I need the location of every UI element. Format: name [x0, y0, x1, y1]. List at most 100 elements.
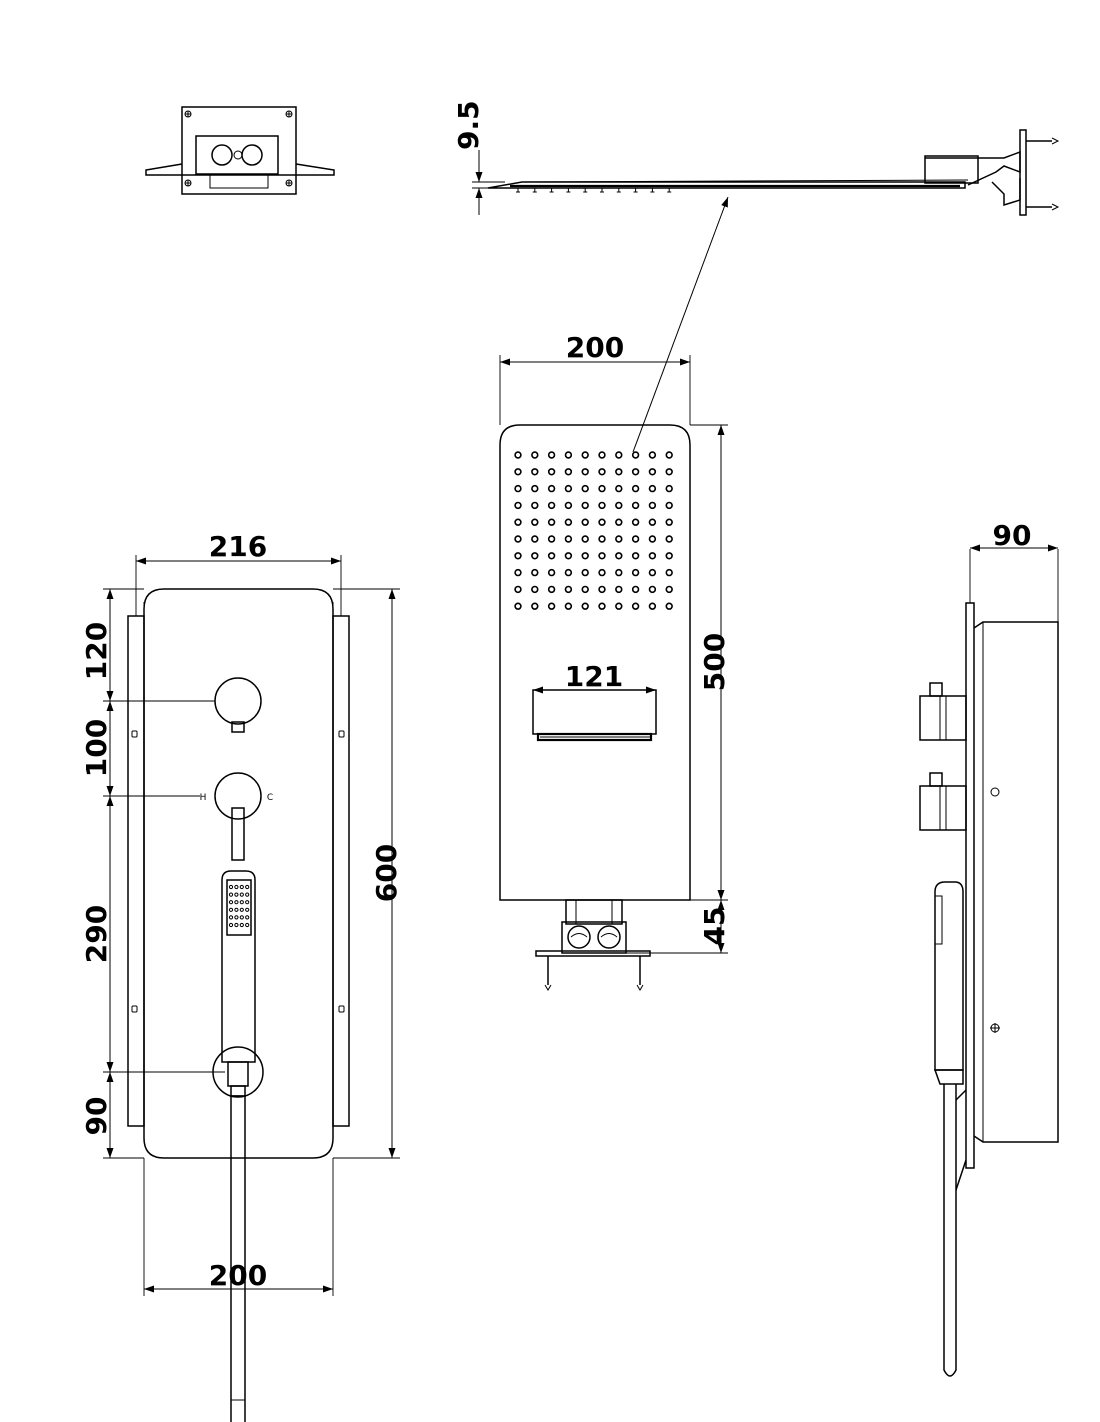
nozzle-dot-icon: [564, 501, 573, 510]
nozzle-dot-icon: [245, 892, 250, 897]
nozzle-dot-icon: [648, 501, 657, 510]
nozzle-dot-icon: [564, 602, 573, 610]
mixer-lever: H C: [200, 772, 273, 861]
cold-marker: C: [267, 793, 273, 803]
nozzle-dot-icon: [648, 535, 657, 543]
side-nozzle-icon: [650, 188, 655, 193]
dim-head-neck: 45: [698, 907, 731, 946]
nozzle-dot-icon: [547, 501, 556, 510]
nozzle-dot-icon: [648, 451, 657, 459]
nozzle-dot-icon: [648, 552, 657, 560]
nozzle-dot-icon: [228, 884, 234, 890]
nozzle-dot-icon: [581, 451, 589, 459]
nozzle-dot-icon: [648, 602, 657, 610]
nozzle-dot-icon: [514, 552, 522, 560]
handshower-side: [933, 881, 967, 1377]
dim-head-thickness: 9.5: [452, 100, 485, 150]
nozzle-dot-icon: [598, 535, 606, 543]
nozzle-dot-icon: [598, 484, 606, 493]
nozzle-dot-icon: [631, 451, 640, 459]
nozzle-dot-icon: [631, 535, 640, 543]
dim-bottom-offset: 90: [80, 1097, 113, 1136]
panel-side-view: 90: [919, 519, 1059, 1377]
nozzle-dot-icon: [531, 568, 539, 577]
nozzle-dot-icon: [564, 535, 573, 543]
nozzle-dot-icon: [531, 585, 539, 594]
dim-handle-spacing: 100: [80, 719, 113, 777]
nozzle-dot-icon: [245, 884, 250, 890]
nozzle-dot-icon: [598, 518, 606, 526]
nozzle-dot-icon: [514, 451, 522, 459]
dim-head-length: 500: [698, 633, 731, 691]
nozzle-dot-icon: [564, 518, 573, 526]
nozzle-dot-icon: [514, 518, 522, 526]
side-nozzle-icon: [516, 188, 520, 193]
nozzle-dot-icon: [615, 585, 623, 594]
nozzle-dot-icon: [547, 484, 556, 493]
nozzle-dot-icon: [564, 585, 573, 594]
nozzle-dot-icon: [631, 568, 640, 577]
nozzle-dot-icon: [615, 468, 623, 476]
nozzle-dot-icon: [531, 535, 539, 543]
nozzle-dot-icon: [547, 468, 556, 476]
nozzle-dot-icon: [245, 900, 250, 905]
nozzle-dot-icon: [665, 568, 673, 577]
rain-head-front-view: 200 121 500 45: [499, 331, 731, 991]
nozzle-dot-icon: [581, 552, 589, 560]
nozzle-dot-icon: [648, 585, 657, 594]
nozzle-dot-icon: [547, 585, 556, 594]
dim-panel-depth: 90: [993, 519, 1032, 552]
nozzle-dot-icon: [547, 451, 556, 459]
nozzle-dot-icon: [598, 602, 606, 610]
nozzle-dot-icon: [631, 484, 640, 493]
dim-waterfall-width: 121: [565, 660, 623, 693]
nozzle-dot-icon: [665, 451, 673, 459]
nozzle-dot-icon: [239, 900, 244, 905]
nozzle-dot-icon: [514, 568, 522, 577]
nozzle-dot-icon: [228, 892, 234, 897]
side-nozzle-icon: [600, 188, 604, 193]
nozzle-dot-icon: [228, 907, 234, 912]
nozzle-dot-icon: [631, 552, 640, 560]
nozzle-dot-icon: [531, 501, 539, 510]
nozzle-dot-icon: [648, 468, 657, 476]
nozzle-dot-icon: [598, 468, 606, 476]
nozzle-dot-icon: [514, 535, 522, 543]
nozzle-dot-icon: [564, 484, 573, 493]
nozzle-dot-icon: [665, 468, 673, 476]
nozzle-dot-icon: [581, 535, 589, 543]
screw-icon: [184, 179, 192, 187]
nozzle-dot-icon: [631, 501, 640, 510]
nozzle-dot-icon: [234, 922, 239, 928]
nozzle-dot-icon: [648, 518, 657, 526]
nozzle-grid: [514, 451, 673, 610]
nozzle-dot-icon: [665, 501, 673, 510]
nozzle-dot-icon: [531, 552, 539, 560]
nozzle-dot-icon: [239, 915, 244, 920]
nozzle-dot-icon: [228, 915, 234, 920]
nozzle-dot-icon: [615, 451, 623, 459]
nozzle-dot-icon: [239, 892, 244, 897]
nozzle-dot-icon: [234, 900, 239, 905]
nozzle-dot-icon: [665, 484, 673, 493]
nozzle-dot-icon: [615, 568, 623, 577]
nozzle-dot-icon: [228, 922, 234, 928]
nozzle-dot-icon: [564, 552, 573, 560]
nozzle-dot-icon: [631, 518, 640, 526]
nozzle-dot-icon: [598, 451, 606, 459]
nozzle-dot-icon: [239, 922, 244, 928]
dim-panel-height: 600: [370, 844, 403, 902]
screw-icon: [285, 110, 293, 118]
nozzle-dot-icon: [234, 907, 239, 912]
nozzle-dot-icon: [514, 602, 522, 610]
nozzle-dot-icon: [531, 518, 539, 526]
nozzle-dot-icon: [581, 585, 589, 594]
nozzle-dot-icon: [547, 518, 556, 526]
diverter-knob-side: [919, 682, 967, 741]
nozzle-dot-icon: [581, 501, 589, 510]
nozzle-dot-icon: [239, 907, 244, 912]
nozzle-dot-icon: [228, 900, 234, 905]
nozzle-dot-icon: [631, 468, 640, 476]
nozzle-dot-icon: [514, 468, 522, 476]
